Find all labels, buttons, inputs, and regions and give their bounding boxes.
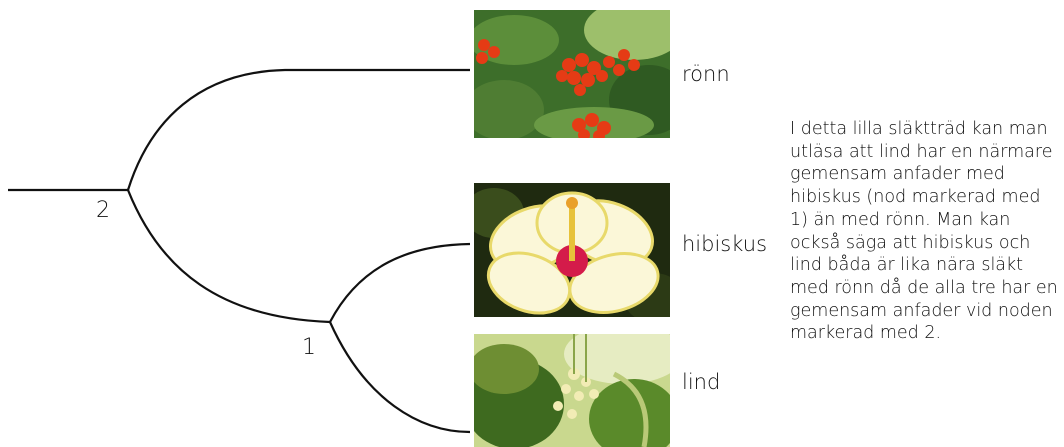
hibiscus-flower-photo: [474, 183, 670, 317]
linden-blossom-photo: [474, 334, 670, 447]
explanation-text: I detta lilla släktträd kan man utläsa a…: [790, 119, 1058, 344]
branch-to-node-1: [126, 189, 331, 324]
node-label-root: 2: [96, 198, 110, 223]
rowan-berries-photo: [474, 10, 670, 138]
species-label-lind: lind: [682, 370, 721, 394]
branch-to-lind: [328, 321, 471, 434]
branch-to-hibiskus: [329, 242, 471, 323]
species-label-hibiskus: hibiskus: [682, 232, 768, 256]
species-label-ronn: rönn: [682, 62, 730, 86]
branch-to-ronn: [126, 68, 470, 191]
node-label-inner: 1: [302, 335, 316, 360]
